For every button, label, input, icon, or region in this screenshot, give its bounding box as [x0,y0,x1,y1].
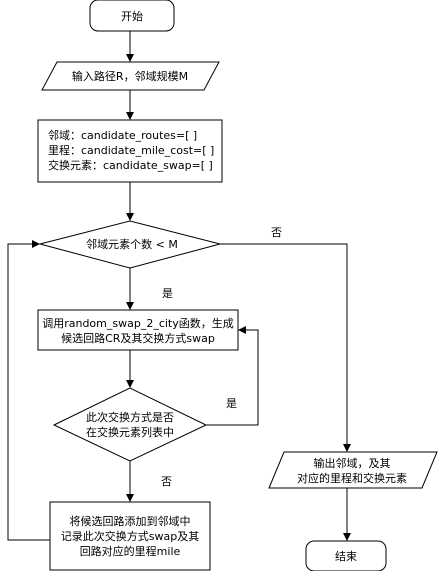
swap-check-line-1: 此次交换方式是否 [86,410,174,424]
end-label: 结束 [335,550,357,563]
call-process: 调用random_swap_2_city函数，生成 候选回路CR及其交换方式sw… [37,309,239,351]
init-process: 邻域：candidate_routes=[ ] 里程：candidate_mil… [37,119,223,183]
output-node: 输出邻域，及其 对应的里程和交换元素 [268,451,438,489]
append-line-1: 将候选回路添加到邻域中 [70,514,191,528]
arrow-check-yes [206,326,259,426]
loop-condition-label: 邻域元素个数 < M [86,238,178,251]
arrow-loop-no [220,243,351,452]
call-line-2: 候选回路CR及其交换方式swap [61,331,215,345]
check-yes-label: 是 [226,397,237,410]
input-node: 输入路径R，邻域规模M [41,61,220,91]
input-label: 输入路径R，邻域规模M [72,69,188,83]
arrow-append-to-loop [7,240,50,541]
loop-no-label: 否 [271,226,282,239]
init-line-1: 邻域：candidate_routes=[ ] [48,129,197,142]
append-line-2: 记录此次交换方式swap及其 [61,529,199,543]
init-line-3: 交换元素：candidate_swap=[ ] [48,158,213,172]
connectors [7,31,351,541]
swap-check-decision: 此次交换方式是否 在交换元素列表中 [52,387,208,462]
append-line-3: 回路对应的里程mile [80,544,181,558]
loop-yes-label: 是 [162,287,173,300]
swap-check-line-2: 在交换元素列表中 [86,425,174,439]
loop-condition-decision: 邻域元素个数 < M [38,220,222,269]
call-line-1: 调用random_swap_2_city函数，生成 [42,316,234,330]
init-line-2: 里程：candidate_mile_cost=[ ] [48,144,214,157]
output-line-2: 对应的里程和交换元素 [297,471,407,485]
output-line-1: 输出邻域，及其 [314,456,391,470]
append-process: 将候选回路添加到邻域中 记录此次交换方式swap及其 回路对应的里程mile [49,501,211,571]
start-label: 开始 [121,9,143,23]
check-no-label: 否 [161,475,172,488]
end-terminal: 结束 [305,540,387,571]
start-terminal: 开始 [89,0,175,32]
